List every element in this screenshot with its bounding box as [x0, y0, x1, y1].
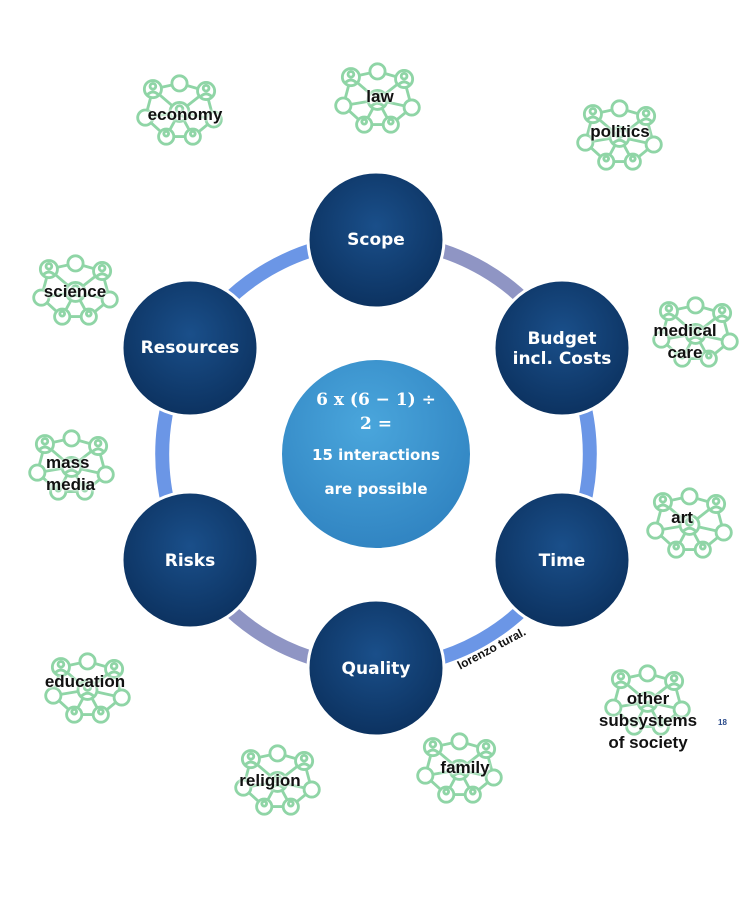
label-mass-media-line1: mass	[46, 453, 90, 472]
node-label-budget: Budget incl. Costs	[502, 329, 622, 369]
label-medical-care-line1: medical	[653, 321, 717, 340]
label-art: art	[671, 508, 693, 527]
label-economy: economy	[147, 105, 223, 124]
center-text: 6 x (6 − 1) ÷ 2 = 15 interactions are po…	[276, 388, 476, 500]
node-label-risks: Risks	[164, 551, 216, 571]
label-medical-care: medical care	[640, 320, 730, 364]
label-law: law	[366, 87, 394, 106]
node-label-quality: Quality	[341, 659, 411, 679]
label-other-subsystems-line2: subsystems	[598, 711, 698, 730]
node-time	[492, 490, 632, 630]
node-label-budget-line2: incl. Costs	[512, 349, 612, 369]
center-line2: are possible	[324, 480, 428, 498]
node-resources	[120, 278, 260, 418]
node-scope	[306, 170, 446, 310]
center-formula: 6 x (6 − 1) ÷	[316, 390, 436, 410]
node-label-time: Time	[538, 551, 586, 571]
label-other-subsystems: other subsystems of society	[588, 688, 708, 754]
page-number: 18	[718, 718, 727, 727]
label-religion: religion	[239, 771, 301, 790]
node-label-budget-line1: Budget	[527, 329, 597, 349]
label-family: family	[440, 758, 490, 777]
label-education: education	[44, 672, 126, 691]
node-label-scope: Scope	[347, 230, 405, 250]
node-quality	[306, 598, 446, 738]
node-budget	[492, 278, 632, 418]
label-medical-care-line2: care	[667, 343, 703, 362]
label-other-subsystems-line3: of society	[608, 733, 688, 752]
center-line1: 15 interactions	[312, 446, 440, 464]
center-circle	[280, 358, 472, 550]
label-politics: politics	[590, 122, 650, 141]
label-other-subsystems-line1: other	[626, 689, 670, 708]
center-formula-result: 2 =	[360, 414, 392, 434]
label-science: science	[43, 282, 107, 301]
node-label-resources: Resources	[140, 338, 240, 358]
label-mass-media-line2: media	[46, 475, 96, 494]
label-mass-media: mass media	[46, 452, 106, 496]
node-risks	[120, 490, 260, 630]
